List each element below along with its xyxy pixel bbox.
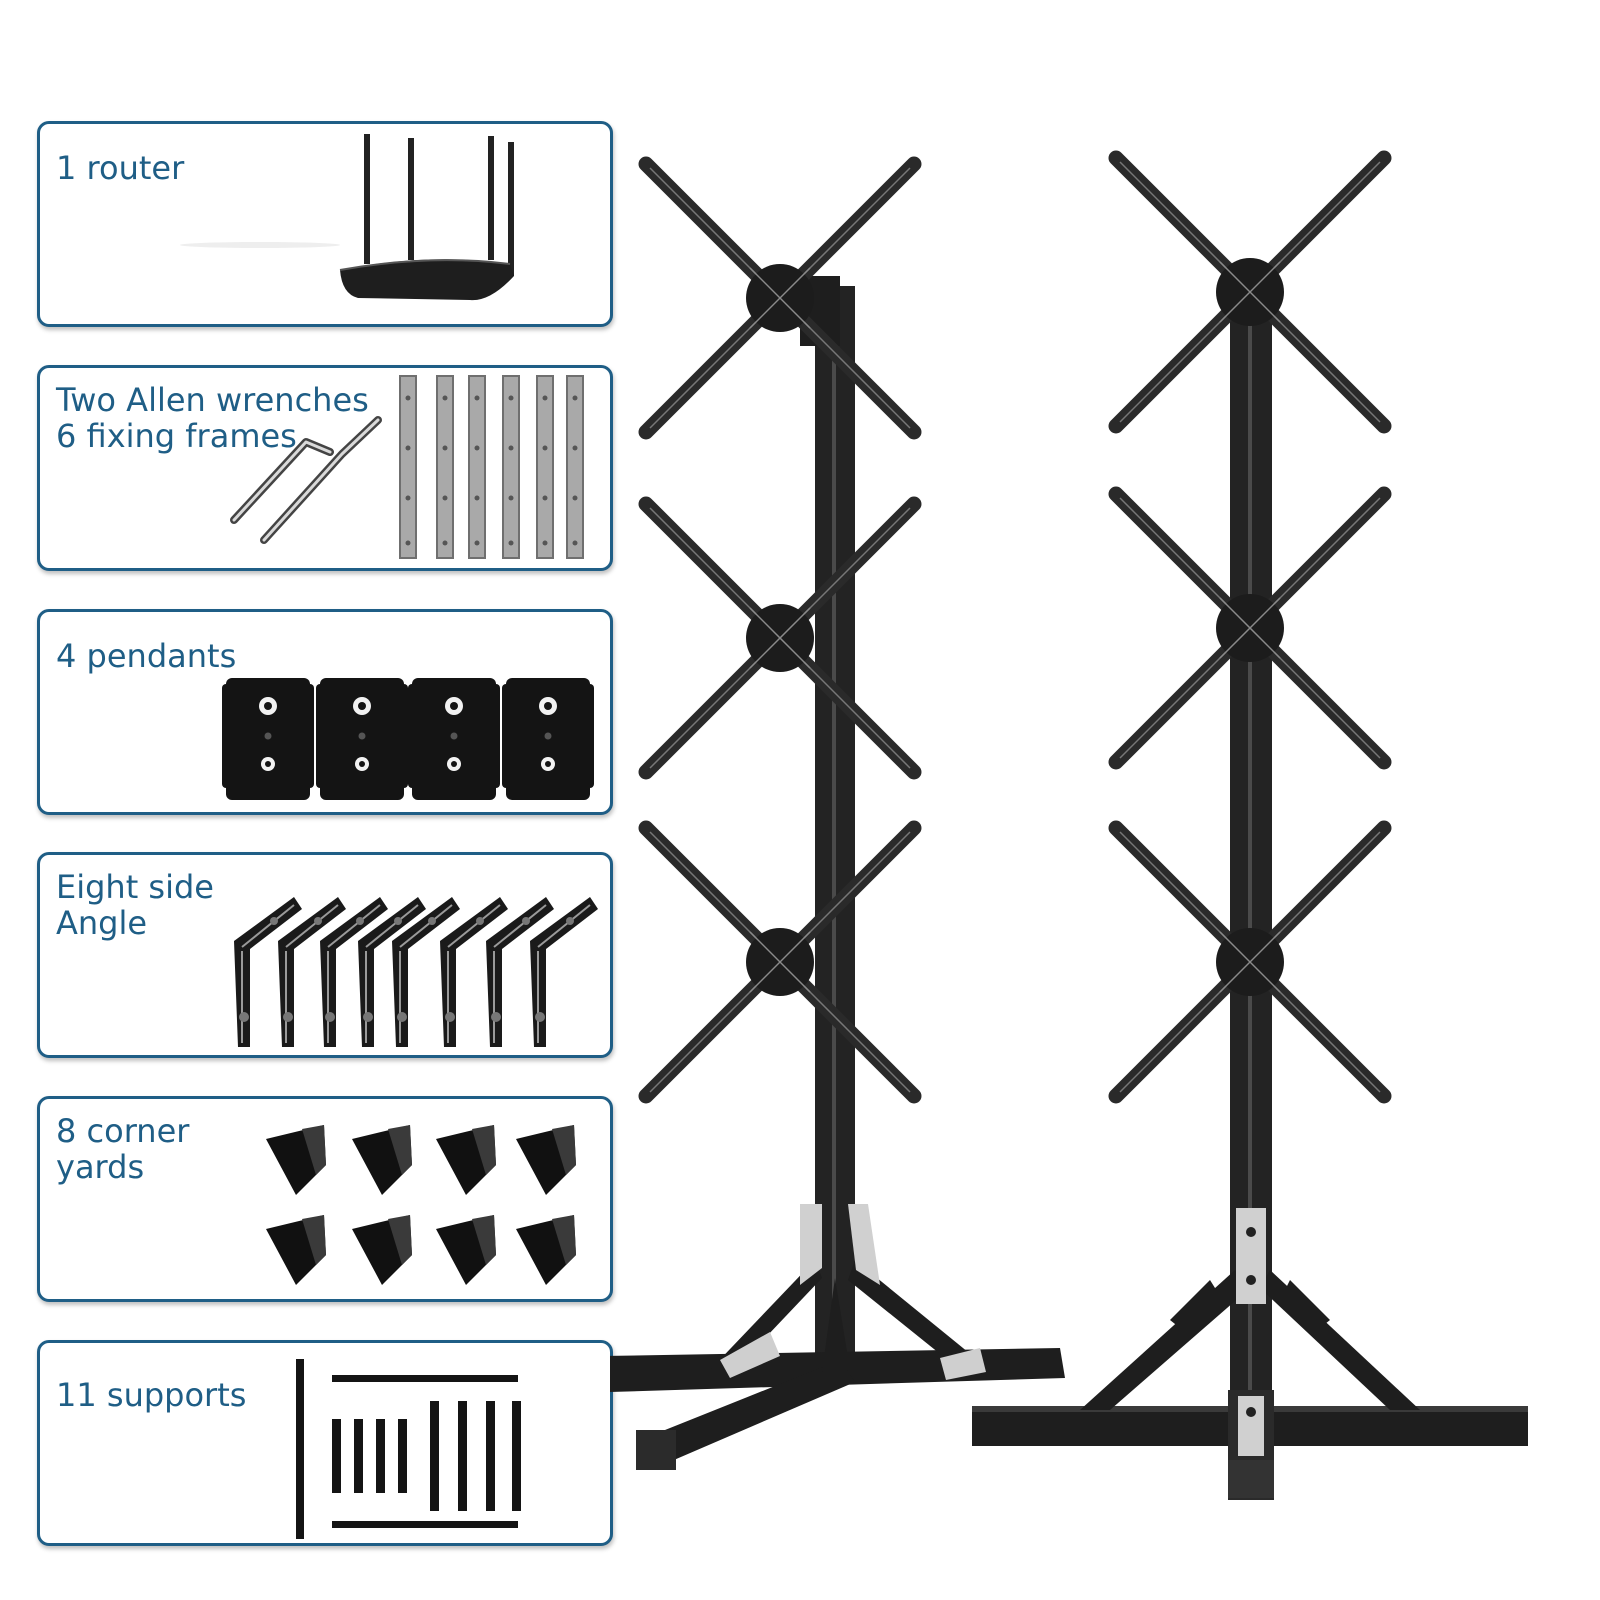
corner-yard-icon: [266, 1125, 576, 1285]
support-bar-icon: [296, 1359, 521, 1539]
item-label-line: Eight side: [56, 868, 214, 906]
item-label-line: 4 pendants: [56, 637, 237, 675]
hologram-fan-stand-icon: [610, 110, 1528, 1500]
item-label-line: Two Allen wrenches: [56, 381, 369, 419]
item-label-line: 1 router: [56, 149, 185, 187]
router-icon: [180, 134, 514, 301]
item-label: 4 pendants: [56, 638, 236, 674]
item-label: 1 router: [56, 150, 184, 186]
item-label: 11 supports: [56, 1377, 246, 1413]
item-panel-router: 1 router: [37, 121, 613, 327]
item-label: 8 corner yards: [56, 1113, 189, 1185]
item-label-line: 6 fixing frames: [56, 417, 297, 455]
item-panel-wrenches-frames: Two Allen wrenches 6 fixing frames: [37, 365, 613, 571]
item-label-line: yards: [56, 1148, 145, 1186]
item-panel-supports: 11 supports: [37, 1340, 613, 1546]
pendant-icon: [222, 678, 594, 800]
item-label-line: Angle: [56, 904, 148, 942]
side-angle-bracket-icon: [233, 896, 599, 1048]
item-panel-pendants: 4 pendants: [37, 609, 613, 815]
item-label: Two Allen wrenches 6 fixing frames: [56, 382, 369, 454]
item-label: Eight side Angle: [56, 869, 214, 941]
allen-wrench-and-frame-icon: [230, 375, 584, 559]
item-label-line: 11 supports: [56, 1376, 247, 1414]
item-label-line: 8 corner: [56, 1112, 190, 1150]
item-panel-side-angles: Eight side Angle: [37, 852, 613, 1058]
item-panel-corner-yards: 8 corner yards: [37, 1096, 613, 1302]
